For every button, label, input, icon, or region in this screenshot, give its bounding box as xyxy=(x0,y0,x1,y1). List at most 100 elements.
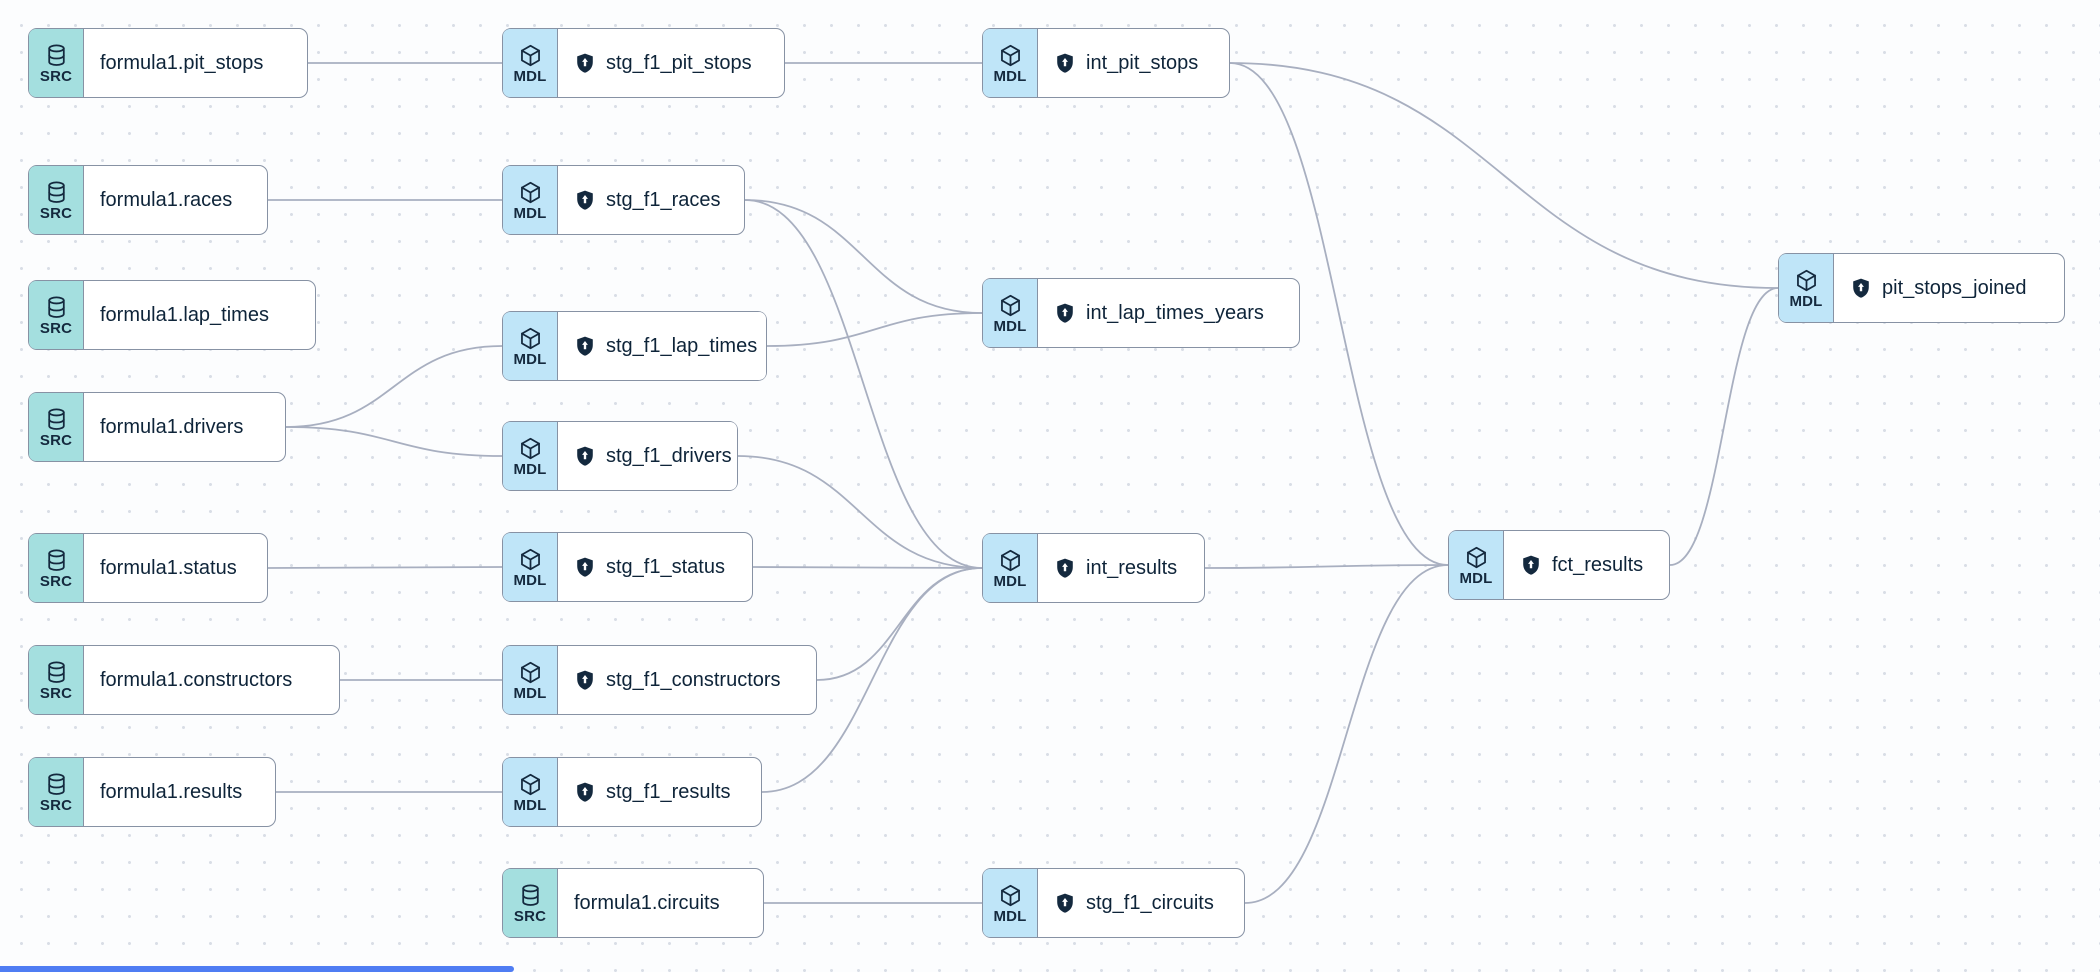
edge-formula1.status-to-stg_f1_status xyxy=(267,566,503,569)
node-int_results[interactable]: MDL int_results xyxy=(982,533,1205,603)
node-stg_f1_drivers[interactable]: MDL stg_f1_drivers xyxy=(502,421,738,491)
node-body: stg_f1_status xyxy=(558,533,743,601)
node-formula1.lap_times[interactable]: SRC formula1.lap_times xyxy=(28,280,316,350)
model-badge: MDL xyxy=(503,758,558,826)
node-body: formula1.status xyxy=(84,534,255,602)
node-label: stg_f1_constructors xyxy=(606,668,781,691)
node-stg_f1_pit_stops[interactable]: MDL stg_f1_pit_stops xyxy=(502,28,785,98)
source-badge: SRC xyxy=(503,869,558,937)
node-stg_f1_lap_times[interactable]: MDL stg_f1_lap_times xyxy=(502,311,767,381)
edge-fct_results-to-pit_stops_joined xyxy=(1669,287,1779,566)
source-badge: SRC xyxy=(29,29,84,97)
shield-icon xyxy=(577,53,593,73)
node-label: int_lap_times_years xyxy=(1086,301,1264,324)
node-body: formula1.races xyxy=(84,166,251,234)
database-icon xyxy=(47,661,65,683)
node-body: int_pit_stops xyxy=(1038,29,1217,97)
node-body: formula1.circuits xyxy=(558,869,738,937)
node-formula1.circuits[interactable]: SRC formula1.circuits xyxy=(502,868,764,938)
node-body: stg_f1_races xyxy=(558,166,739,234)
node-label: formula1.races xyxy=(100,188,233,211)
node-label: stg_f1_drivers xyxy=(606,444,732,467)
shield-icon xyxy=(577,190,593,210)
source-badge: SRC xyxy=(29,166,84,234)
node-body: stg_f1_results xyxy=(558,758,749,826)
badge-label: SRC xyxy=(513,907,547,925)
node-body: stg_f1_circuits xyxy=(1038,869,1232,937)
badge-label: MDL xyxy=(993,907,1027,925)
node-stg_f1_circuits[interactable]: MDL stg_f1_circuits xyxy=(982,868,1245,938)
node-pit_stops_joined[interactable]: MDL pit_stops_joined xyxy=(1778,253,2065,323)
badge-label: MDL xyxy=(513,796,547,814)
model-badge: MDL xyxy=(1449,531,1504,599)
node-label: stg_f1_status xyxy=(606,555,725,578)
horizontal-scrollbar-thumb[interactable] xyxy=(0,966,514,972)
badge-label: SRC xyxy=(39,684,73,702)
node-label: stg_f1_pit_stops xyxy=(606,51,752,74)
node-label: pit_stops_joined xyxy=(1882,276,2027,299)
shield-icon xyxy=(1057,53,1073,73)
node-int_lap_times_years[interactable]: MDL int_lap_times_years xyxy=(982,278,1300,348)
node-label: formula1.constructors xyxy=(100,668,293,691)
model-cube-icon xyxy=(520,437,540,459)
node-formula1.races[interactable]: SRC formula1.races xyxy=(28,165,268,235)
model-badge: MDL xyxy=(1779,254,1834,322)
edge-int_pit_stops-to-pit_stops_joined xyxy=(1229,62,1779,289)
node-label: formula1.pit_stops xyxy=(100,51,264,74)
node-body: formula1.constructors xyxy=(84,646,311,714)
shield-icon xyxy=(1057,893,1073,913)
model-cube-icon xyxy=(520,327,540,349)
node-label: int_results xyxy=(1086,556,1178,579)
source-badge: SRC xyxy=(29,758,84,826)
source-badge: SRC xyxy=(29,534,84,602)
shield-icon xyxy=(577,446,593,466)
edge-stg_f1_status-to-int_results xyxy=(752,566,983,569)
node-stg_f1_results[interactable]: MDL stg_f1_results xyxy=(502,757,762,827)
node-formula1.drivers[interactable]: SRC formula1.drivers xyxy=(28,392,286,462)
source-badge: SRC xyxy=(29,646,84,714)
badge-label: MDL xyxy=(993,67,1027,85)
badge-label: SRC xyxy=(39,431,73,449)
node-body: formula1.results xyxy=(84,758,261,826)
edge-stg_f1_drivers-to-int_results xyxy=(737,455,983,569)
shield-icon xyxy=(577,557,593,577)
node-label: formula1.circuits xyxy=(574,891,720,914)
source-badge: SRC xyxy=(29,281,84,349)
model-badge: MDL xyxy=(983,279,1038,347)
node-body: stg_f1_drivers xyxy=(558,422,737,490)
badge-label: MDL xyxy=(993,572,1027,590)
node-label: formula1.lap_times xyxy=(100,303,269,326)
node-stg_f1_constructors[interactable]: MDL stg_f1_constructors xyxy=(502,645,817,715)
node-label: stg_f1_lap_times xyxy=(606,334,758,357)
edge-stg_f1_lap_times-to-int_lap_times_years xyxy=(766,312,983,347)
badge-label: SRC xyxy=(39,319,73,337)
badge-label: MDL xyxy=(513,350,547,368)
node-body: int_results xyxy=(1038,534,1196,602)
badge-label: SRC xyxy=(39,67,73,85)
model-badge: MDL xyxy=(503,646,558,714)
database-icon xyxy=(47,44,65,66)
database-icon xyxy=(47,773,65,795)
badge-label: SRC xyxy=(39,204,73,222)
node-formula1.status[interactable]: SRC formula1.status xyxy=(28,533,268,603)
node-body: formula1.drivers xyxy=(84,393,262,461)
badge-label: MDL xyxy=(513,204,547,222)
edge-formula1.drivers-to-stg_f1_lap_times xyxy=(285,345,503,428)
badge-label: MDL xyxy=(513,67,547,85)
model-cube-icon xyxy=(520,773,540,795)
model-cube-icon xyxy=(1000,294,1020,316)
node-formula1.constructors[interactable]: SRC formula1.constructors xyxy=(28,645,340,715)
node-int_pit_stops[interactable]: MDL int_pit_stops xyxy=(982,28,1230,98)
node-stg_f1_races[interactable]: MDL stg_f1_races xyxy=(502,165,745,235)
node-body: stg_f1_lap_times xyxy=(558,312,766,380)
model-badge: MDL xyxy=(503,422,558,490)
model-cube-icon xyxy=(520,548,540,570)
node-formula1.pit_stops[interactable]: SRC formula1.pit_stops xyxy=(28,28,308,98)
node-label: formula1.status xyxy=(100,556,237,579)
node-label: stg_f1_races xyxy=(606,188,721,211)
node-body: int_lap_times_years xyxy=(1038,279,1282,347)
